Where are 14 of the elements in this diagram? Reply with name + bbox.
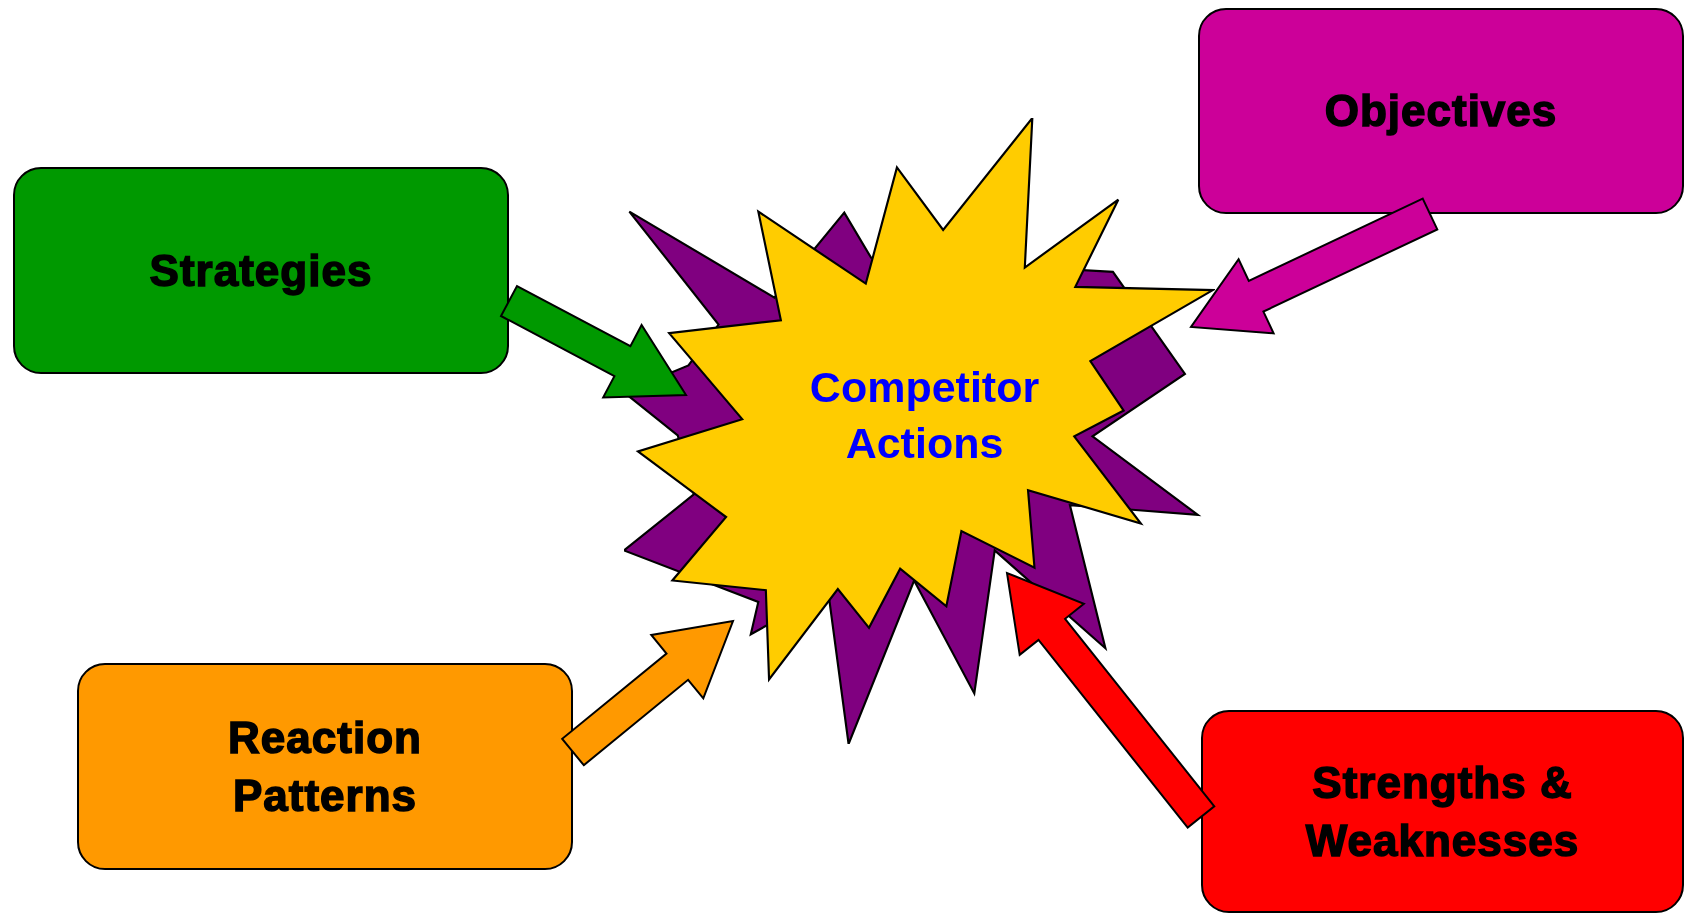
block-arrow (499, 284, 688, 399)
rounded-box (77, 663, 573, 870)
node-label: Objectives (1323, 85, 1559, 138)
block-arrow (560, 619, 735, 767)
rounded-box (1198, 8, 1684, 214)
node-label: Reaction Patterns (227, 712, 423, 822)
node-label: Strengths & Weaknesses (1304, 757, 1581, 867)
node-label: Competitor Actions (808, 362, 1041, 469)
rounded-box (13, 167, 509, 374)
block-arrow (1005, 571, 1216, 829)
rounded-box (1201, 710, 1684, 913)
node-label: Strategies (148, 244, 374, 297)
block-arrow (1189, 197, 1439, 335)
starburst-shape (624, 118, 1215, 744)
